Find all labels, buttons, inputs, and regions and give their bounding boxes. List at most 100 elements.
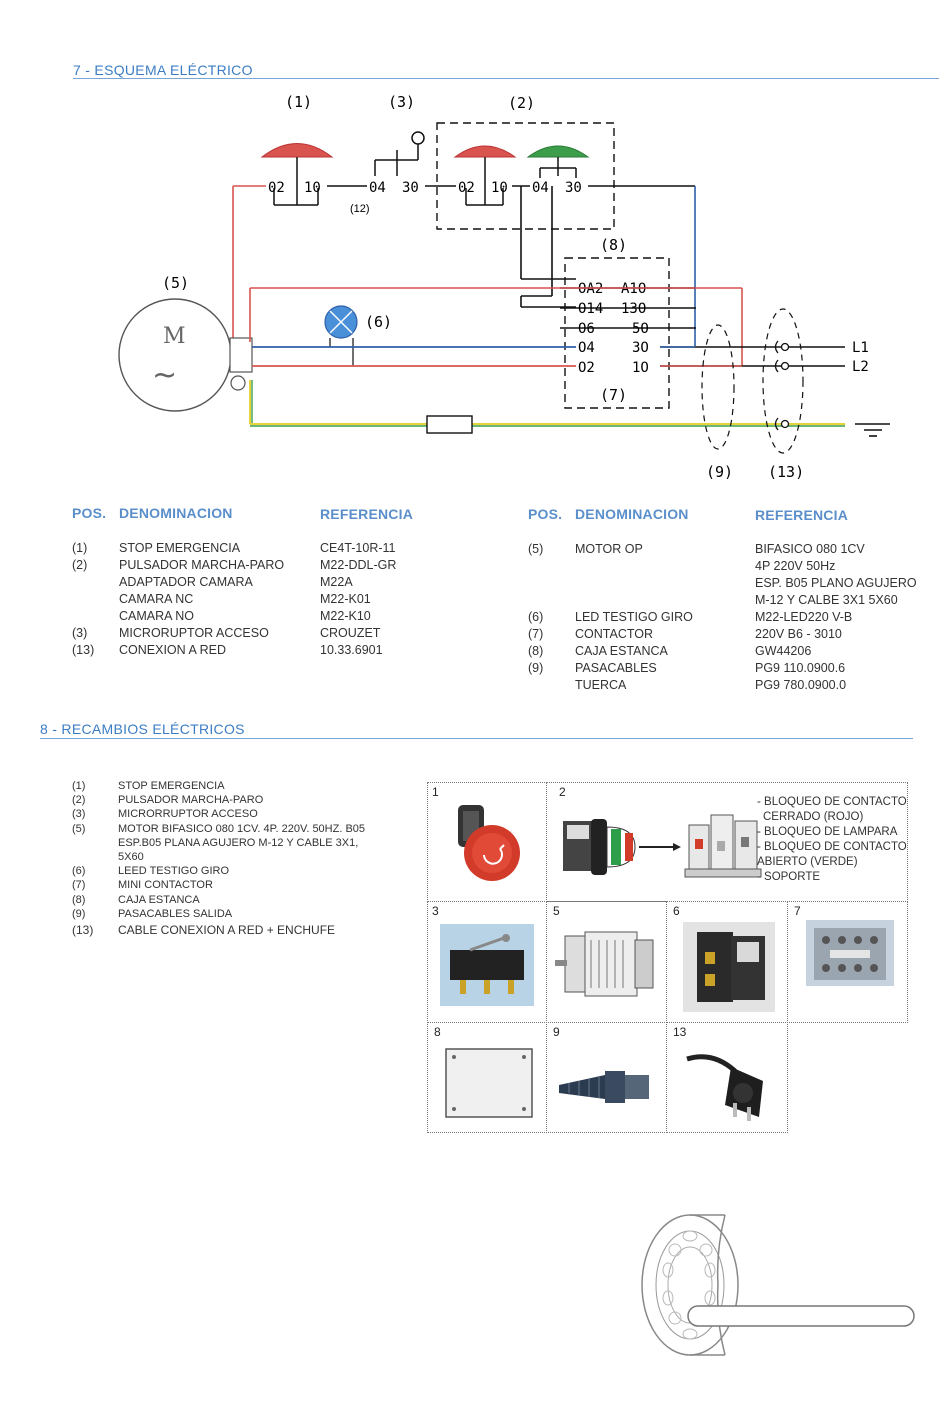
callout-6: (6)	[365, 313, 392, 331]
motor-ac-symbol: ~	[152, 358, 177, 393]
emergency-stop-photo-icon	[458, 805, 520, 881]
section-7-rule	[73, 78, 939, 79]
callout-2: (2)	[508, 94, 535, 112]
contactor-3: 3O	[632, 340, 649, 356]
list-item: (5)MOTOR BIFASICO 080 1CV. 4P. 220V. 50H…	[72, 822, 366, 835]
callout-3: (3)	[388, 93, 415, 111]
list-item: (13)CABLE CONEXION A RED + ENCHUFE	[72, 922, 336, 937]
list-item: (3)MICRORRUPTOR ACCESO	[72, 808, 258, 821]
part-cell-8: 8	[427, 1022, 547, 1133]
contactor-1: 1O	[632, 360, 649, 376]
stop-terminal-b: 10	[304, 180, 321, 196]
start-pushbutton-green-icon	[526, 145, 590, 158]
part-cell-2: 2 - BLOQUEO DE CONTACTO CERRADO (ROJO) -…	[546, 782, 908, 902]
stop-terminal-a: 02	[268, 180, 285, 196]
mains-connector-symbol	[762, 308, 804, 454]
right-header-name: DENOMINACION	[575, 506, 689, 522]
section-8-rule	[40, 738, 913, 739]
callout-5: (5)	[162, 274, 189, 292]
spares-list: (1)STOP EMERGENCIA (2)PULSADOR MARCHA-PA…	[72, 779, 412, 939]
contactor-terminals: OA2 A1O O14 13O O6 5O O4 3O O2 1O	[560, 281, 696, 376]
right-header-pos: POS.	[528, 506, 563, 522]
line-l2-label: L2	[852, 359, 869, 375]
contactor-2: O2	[578, 360, 595, 376]
contactor-5: 5O	[632, 321, 649, 337]
list-item: (7)MINI CONTACTOR	[72, 879, 213, 892]
list-item: (6)LEED TESTIGO GIRO	[72, 865, 230, 878]
callout-1: (1)	[285, 93, 312, 111]
list-item: (9)PASACABLES SALIDA	[72, 907, 233, 920]
motor-photo-icon	[555, 931, 654, 997]
red-terminal-a: 02	[458, 180, 475, 196]
callout-13: (13)	[768, 463, 804, 481]
part-cell-5: 5	[546, 901, 667, 1023]
pushbutton-notes: - BLOQUEO DE CONTACTO CERRADO (ROJO) - B…	[757, 796, 907, 883]
part-cell-9: 9	[546, 1022, 667, 1133]
cable-gland-photo-icon	[559, 1071, 649, 1103]
motor-letter: M	[163, 324, 186, 349]
contactor-a1: A1O	[621, 281, 646, 297]
list-item: 5X60	[118, 850, 144, 863]
list-item: ESP.B05 PLANA AGUJERO M-12 Y CABLE 3X1,	[118, 836, 359, 849]
mains-plug-photo-icon	[686, 1054, 763, 1121]
red-terminal-b: 10	[491, 180, 508, 196]
stop-pushbutton-red-icon	[453, 145, 517, 158]
table-row: M-12 Y CALBE 3X1 5X60	[755, 593, 898, 607]
part-cell-3: 3	[427, 901, 547, 1023]
contactor-4: O4	[578, 340, 595, 356]
left-header-name: DENOMINACION	[119, 505, 233, 521]
table-row: ESP. B05 PLANO AGUJERO	[755, 576, 917, 590]
motor-icon	[118, 298, 232, 412]
contactor-enclosure	[564, 257, 670, 409]
contactor-6: O6	[578, 321, 595, 337]
stop-button-red-icon	[260, 143, 334, 158]
cable-gland-symbol	[701, 324, 735, 450]
ground-icon	[855, 423, 890, 437]
micro-terminal-a: 04	[369, 180, 386, 196]
contactor-photo-icon	[806, 920, 894, 986]
pushbutton-assembly-photo-icon	[563, 814, 762, 878]
callout-8: (8)	[600, 236, 627, 254]
list-item: (1)STOP EMERGENCIA	[72, 780, 225, 792]
led-indicator-photo-icon	[683, 922, 775, 1012]
table-row: 4P 220V 50Hz	[755, 559, 836, 573]
earth-resistor	[426, 415, 473, 434]
part-cell-7: 7	[787, 901, 908, 1023]
part-cell-6: 6	[666, 901, 788, 1023]
contactor-a2: OA2	[578, 281, 603, 297]
callout-12: (12)	[350, 203, 370, 215]
part-cell-1: 1	[427, 782, 547, 902]
line-l1-label: L1	[852, 340, 869, 356]
bearing-decoration-icon	[641, 1214, 915, 1356]
callout-9: (9)	[706, 463, 733, 481]
green-terminal-a: 04	[532, 180, 549, 196]
contactor-14: O14	[578, 301, 603, 317]
section-7-title: 7 - ESQUEMA ELÉCTRICO	[73, 62, 253, 78]
green-terminal-b: 30	[565, 180, 582, 196]
left-header-ref: REFERENCIA	[320, 506, 414, 522]
micro-terminal-b: 30	[402, 180, 419, 196]
callout-7: (7)	[600, 386, 627, 404]
right-header-ref: REFERENCIA	[755, 507, 849, 523]
list-item: (8)CAJA ESTANCA	[72, 893, 200, 906]
microswitch-photo-icon	[440, 924, 534, 1006]
part-cell-13: 13	[666, 1022, 788, 1133]
electrical-schematic: (1) (3) (2) (12) (8) (5) (6) (7) (9) (13…	[118, 93, 890, 481]
pushbutton-enclosure	[436, 122, 615, 230]
sealed-box-photo-icon	[445, 1048, 533, 1118]
